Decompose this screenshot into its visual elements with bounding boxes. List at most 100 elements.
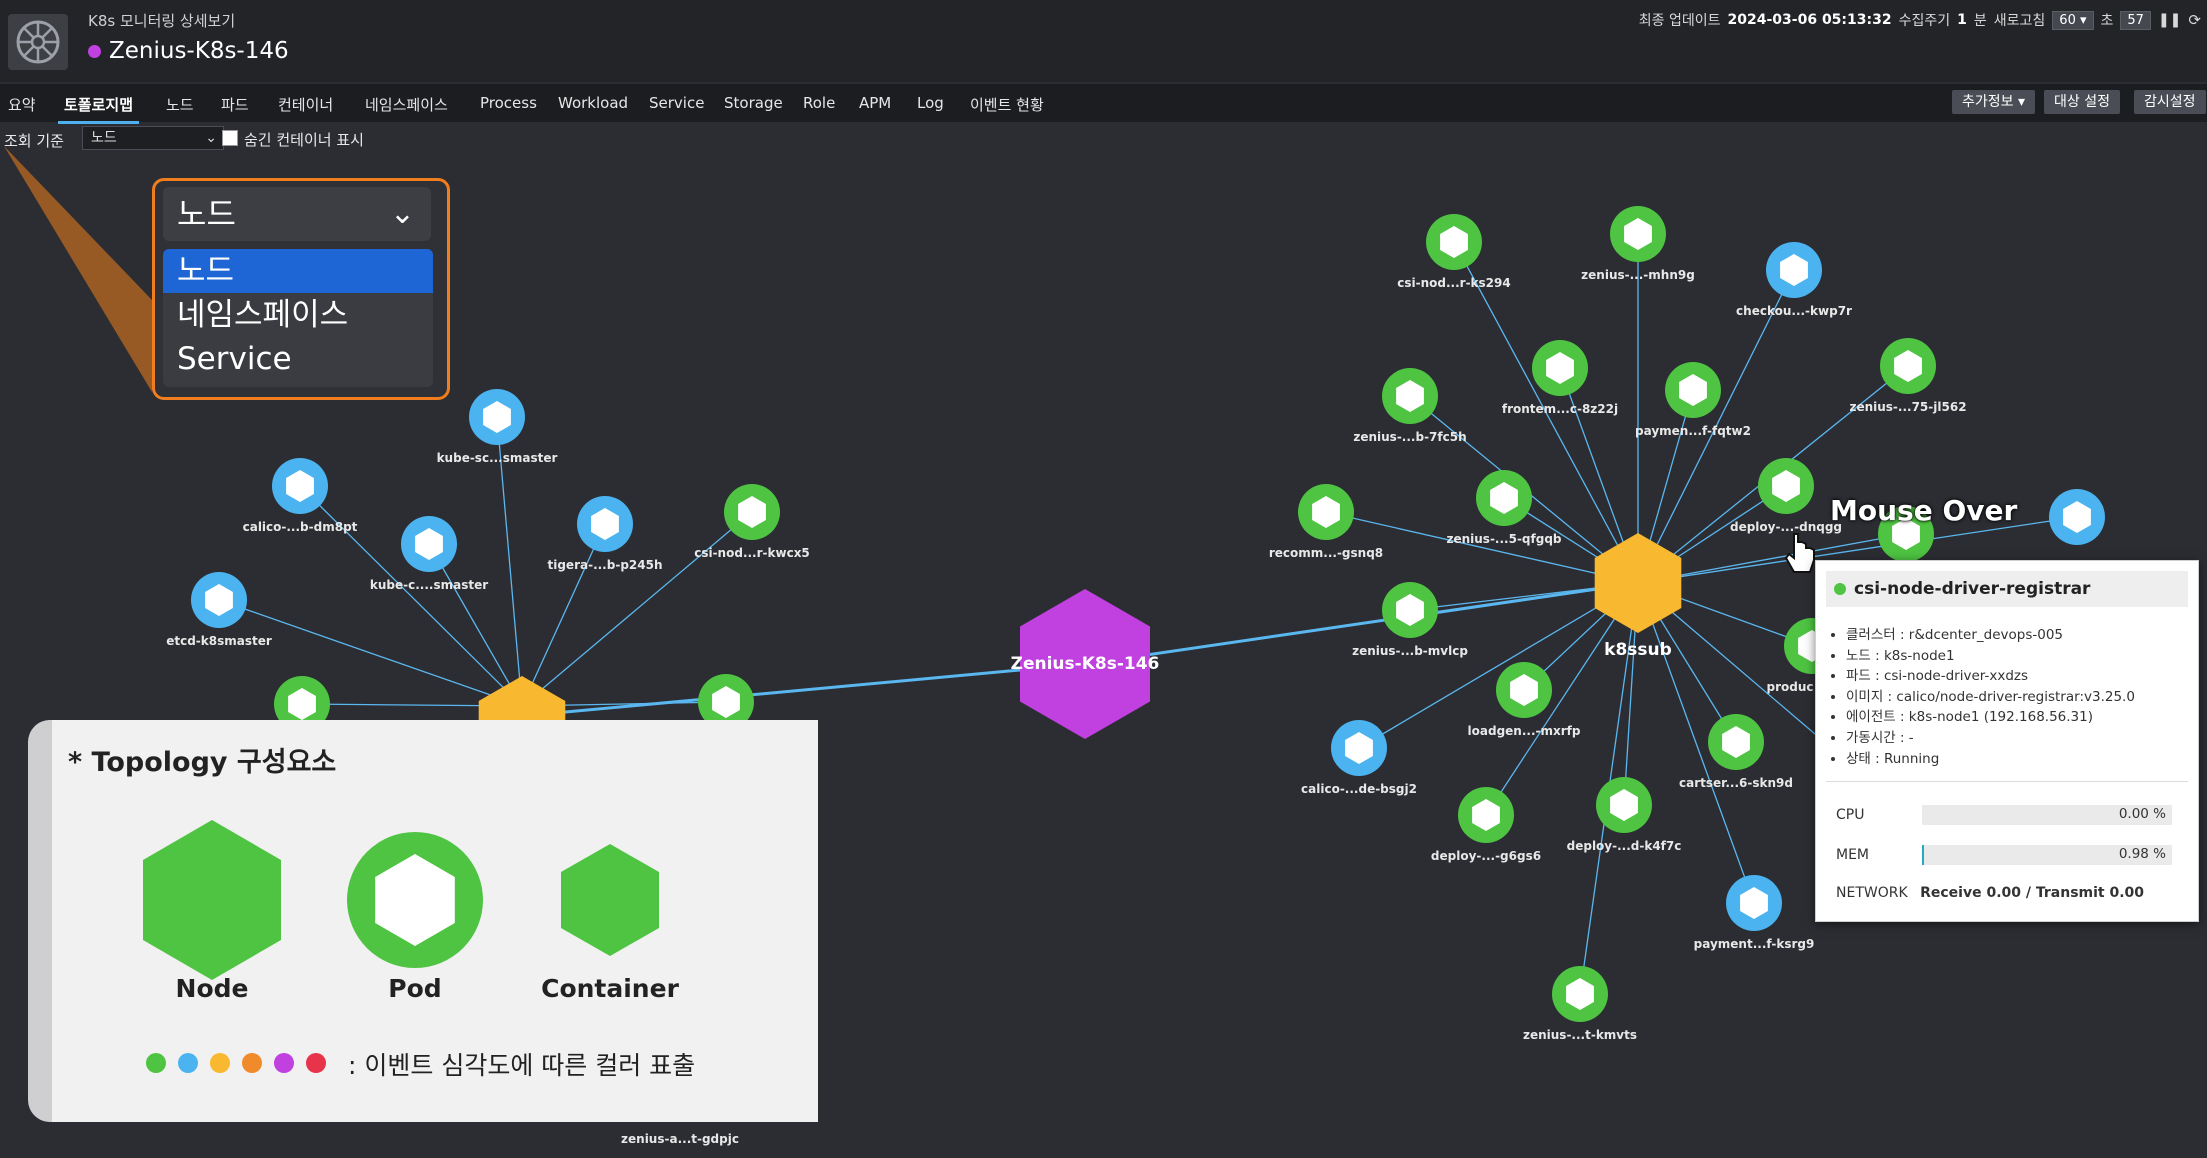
- tab-namespaces[interactable]: 네임스페이스: [365, 96, 448, 114]
- info-agent: 에이전트 : k8s-node1 (192.168.56.31): [1846, 707, 2135, 728]
- filter-row: 조회 기준 노드 ⌄ 숨긴 컨테이너 표시: [0, 124, 600, 154]
- pod-paymen-f-fqtw2[interactable]: [1665, 362, 1721, 418]
- pod-label: kube-sc...smaster: [436, 451, 558, 465]
- pod-label: zenius-...5-qfgqb: [1446, 532, 1562, 546]
- tab-summary[interactable]: 요약: [8, 96, 36, 114]
- pod-blue-right[interactable]: [2049, 489, 2105, 545]
- network-row: NETWORK Receive 0.00 / Transmit 0.00: [1836, 885, 2144, 901]
- interval-unit: 분: [1973, 13, 1987, 29]
- pod-calico-b-dm8pt[interactable]: [272, 458, 328, 514]
- refresh-interval-select[interactable]: 60 ▾: [2052, 10, 2094, 30]
- pod-label: calico-...b-dm8pt: [242, 520, 358, 534]
- pod-zenius-75-jl562[interactable]: [1880, 338, 1936, 394]
- legend-container-shape: [561, 844, 659, 956]
- cpu-bar: 0.00 %: [1922, 805, 2172, 825]
- pod-zenius-b-mvlcp[interactable]: [1382, 582, 1438, 638]
- pod-left-lower-2[interactable]: [698, 674, 754, 730]
- tab-storage[interactable]: Storage: [724, 94, 783, 112]
- severity-dot-green: [146, 1053, 166, 1073]
- pod-etcd-k8smaster[interactable]: [191, 572, 247, 628]
- watch-settings-button[interactable]: 감시설정: [2134, 90, 2206, 114]
- refresh-label: 새로고침: [1993, 13, 2046, 29]
- pod-tigera-b-p245h[interactable]: [577, 496, 633, 552]
- edges-left: [218, 416, 753, 707]
- pod-label: cartser...6-skn9d: [1679, 776, 1793, 790]
- tab-nodes[interactable]: 노드: [166, 96, 194, 114]
- tab-events[interactable]: 이벤트 현황: [970, 96, 1044, 114]
- pod-calico-de-bsgj2[interactable]: [1331, 720, 1387, 776]
- pod-hovered[interactable]: [1878, 506, 1934, 562]
- hub-k8ssub-label: k8ssub: [1604, 640, 1672, 660]
- pause-icon[interactable]: ❚❚: [2157, 12, 2182, 28]
- pod-label: calico-...de-bsgj2: [1301, 782, 1417, 796]
- network-value: Receive 0.00 / Transmit 0.00: [1920, 885, 2145, 901]
- tab-log[interactable]: Log: [917, 94, 944, 112]
- view-by-value: 노드: [91, 130, 117, 146]
- zoom-option-service[interactable]: Service: [177, 341, 292, 377]
- pod-kube-c-smaster[interactable]: [401, 516, 457, 572]
- last-update-label: 최종 업데이트: [1638, 13, 1721, 29]
- pod-zenius-mhn9g[interactable]: [1610, 206, 1666, 262]
- pod-label: zenius-...75-jl562: [1849, 400, 1967, 414]
- node-hub-k8ssub[interactable]: [1594, 533, 1682, 633]
- pod-label: produc: [1766, 680, 1814, 694]
- divider: [1826, 781, 2188, 782]
- pod-deploy-dnqgg[interactable]: [1758, 458, 1814, 514]
- cluster-node-zenius-k8s-146[interactable]: [1020, 589, 1150, 739]
- pod-payment-f-ksrg9[interactable]: [1726, 875, 1782, 931]
- mem-value: 0.98 %: [2118, 846, 2166, 862]
- zoom-select[interactable]: 노드 ⌄: [163, 187, 431, 241]
- mem-bar-fill: [1922, 845, 1925, 865]
- tab-containers[interactable]: 컨테이너: [278, 96, 334, 114]
- pod-cartser-6-skn9d[interactable]: [1708, 714, 1764, 770]
- cluster-node-label: Zenius-K8s-146: [1010, 654, 1160, 674]
- chevron-down-icon: ▾: [2079, 12, 2087, 28]
- tab-service[interactable]: Service: [649, 94, 705, 112]
- pod-detail-tooltip: csi-node-driver-registrar 클러스터 : r&dcent…: [1815, 560, 2199, 922]
- tab-pods[interactable]: 파드: [221, 96, 249, 114]
- header: K8s 모니터링 상세보기 Zenius-K8s-146 최종 업데이트 202…: [0, 0, 2207, 82]
- tab-process[interactable]: Process: [480, 94, 537, 112]
- extra-info-button[interactable]: 추가정보 ▾: [1952, 90, 2035, 114]
- pod-deploy-g6gs6[interactable]: [1458, 787, 1514, 843]
- filter-label: 조회 기준: [4, 132, 64, 150]
- legend-title: * Topology 구성요소: [68, 747, 337, 778]
- zoom-option-namespace[interactable]: 네임스페이스: [177, 297, 349, 333]
- pod-kube-sc-smaster[interactable]: [469, 389, 525, 445]
- pod-deploy-d-k4f7c[interactable]: [1596, 777, 1652, 833]
- pod-zenius-t-kmvts[interactable]: [1552, 966, 1608, 1022]
- pod-label: paymen...f-fqtw2: [1635, 424, 1751, 438]
- tooltip-title-text: csi-node-driver-registrar: [1854, 579, 2091, 599]
- pod-left-lower-1[interactable]: [274, 676, 330, 732]
- pod-csi-nod-r-kwcx5[interactable]: [724, 484, 780, 540]
- view-by-select[interactable]: 노드 ⌄: [82, 126, 224, 150]
- zoom-option-node[interactable]: 노드: [163, 249, 433, 293]
- refresh-icon[interactable]: ⟳: [2188, 11, 2201, 29]
- tab-topology-map[interactable]: 토폴로지맵: [57, 96, 140, 124]
- zoom-select-value: 노드: [177, 195, 236, 233]
- tab-workload[interactable]: Workload: [558, 94, 629, 112]
- pod-recomm-gsnq8[interactable]: [1298, 484, 1354, 540]
- pod-loadgen-mxrfp[interactable]: [1496, 662, 1552, 718]
- legend-pod-shape: [347, 832, 483, 968]
- pod-checkou-kwp7r[interactable]: [1766, 242, 1822, 298]
- cpu-value: 0.00 %: [2118, 806, 2166, 822]
- pod-zenius-b-7fc5h[interactable]: [1382, 368, 1438, 424]
- tab-bar: 요약 토폴로지맵 노드 파드 컨테이너 네임스페이스 Process Workl…: [0, 84, 2207, 124]
- pod-label: checkou...-kwp7r: [1736, 304, 1852, 318]
- hidden-containers-checkbox[interactable]: [222, 130, 238, 146]
- page-subtitle: K8s 모니터링 상세보기: [88, 12, 236, 30]
- pod-csi-nod-r-ks294[interactable]: [1426, 214, 1482, 270]
- pod-zenius-5-qfgqb[interactable]: [1476, 470, 1532, 526]
- hidden-containers-label: 숨긴 컨테이너 표시: [244, 131, 364, 149]
- target-settings-button[interactable]: 대상 설정: [2044, 90, 2120, 114]
- info-image: 이미지 : calico/node-driver-registrar:v3.25…: [1846, 687, 2135, 708]
- pod-label: csi-nod...r-kwcx5: [694, 546, 810, 560]
- severity-dot-orange: [242, 1053, 262, 1073]
- tab-role[interactable]: Role: [803, 94, 836, 112]
- tab-apm[interactable]: APM: [859, 94, 892, 112]
- chevron-down-icon: ⌄: [389, 196, 415, 231]
- legend-node-shape: [143, 820, 281, 980]
- pod-frontem-c-8z22j[interactable]: [1532, 340, 1588, 396]
